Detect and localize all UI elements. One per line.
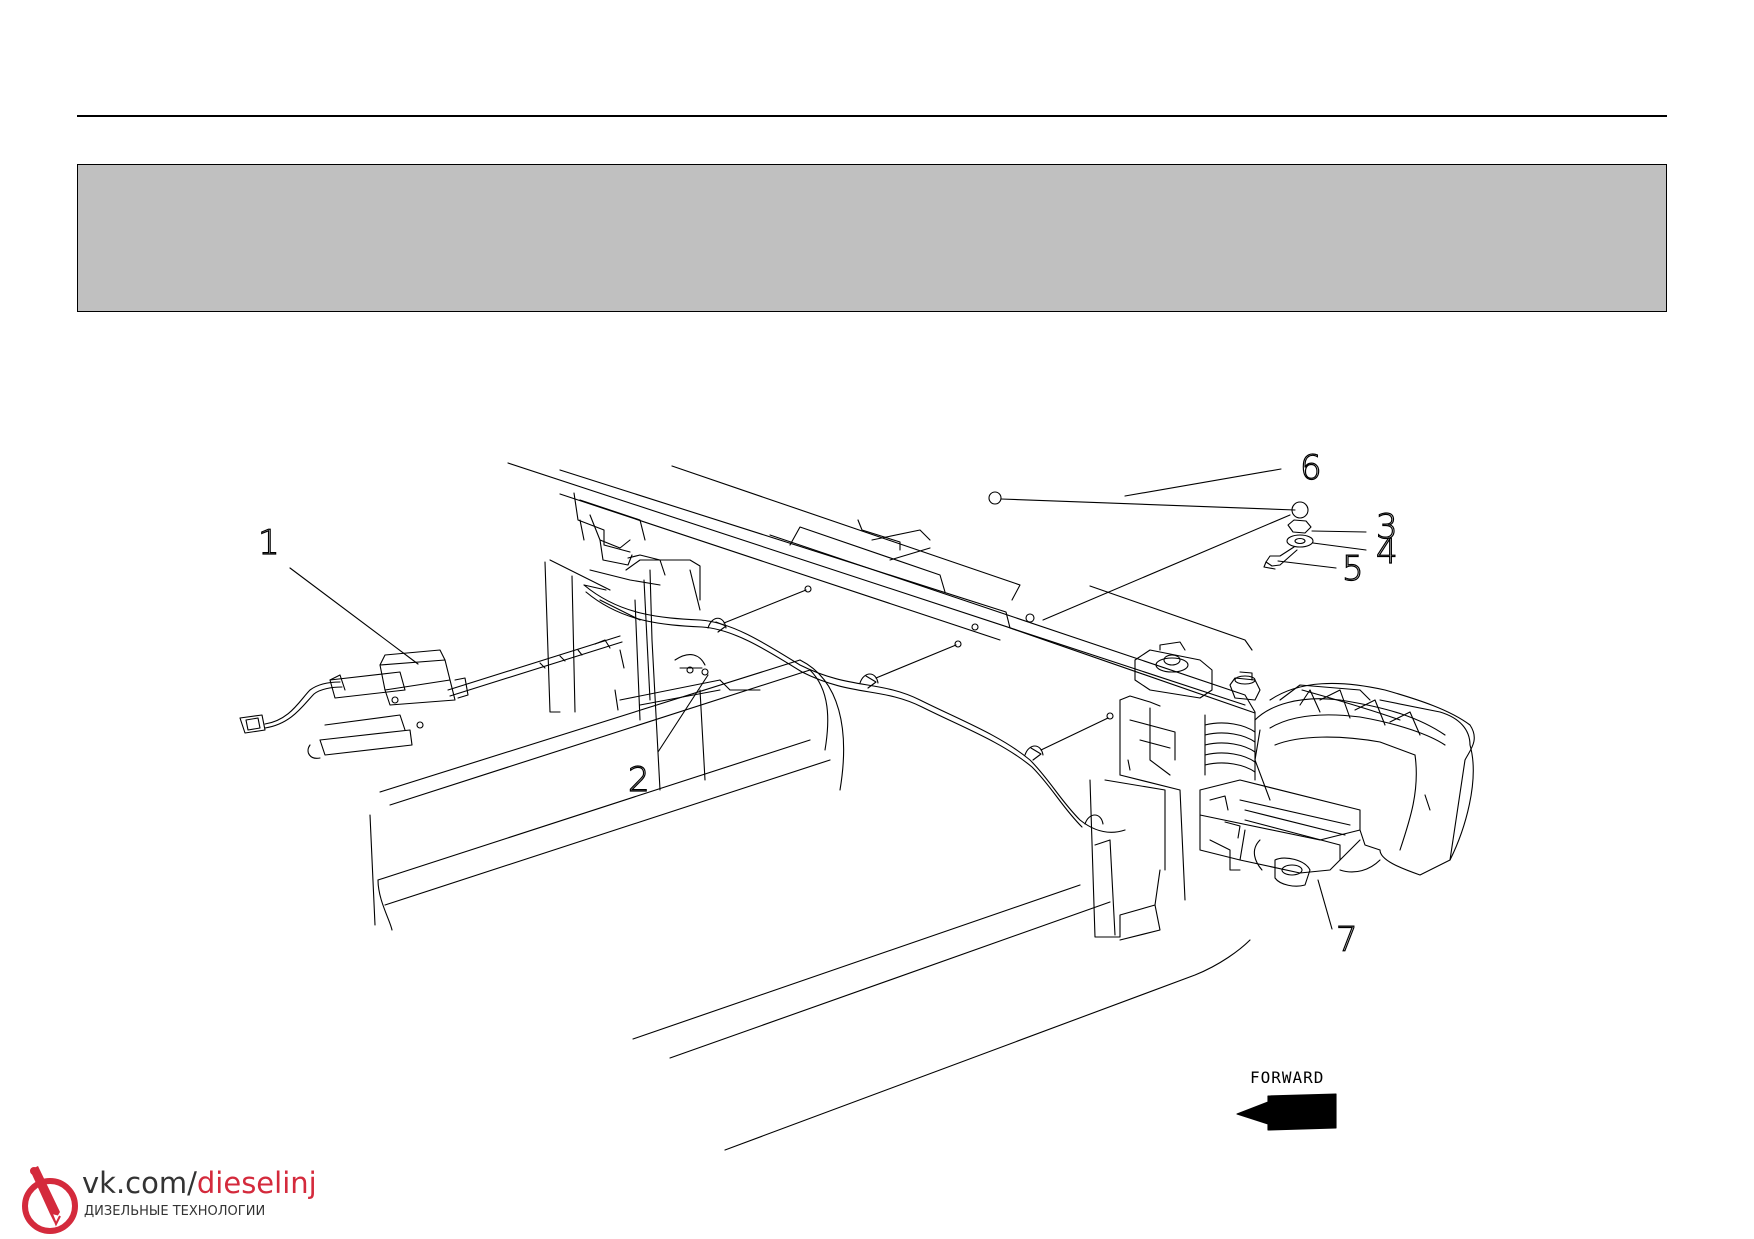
callout-1: 1: [258, 523, 280, 563]
top-rule: [77, 115, 1667, 117]
leader-1: [289, 567, 419, 665]
axle-clamp: [1199, 779, 1361, 887]
watermark-domain-accent: dieselinj: [196, 1166, 317, 1200]
callout-2: 2: [628, 760, 650, 800]
bottom-rails: [632, 884, 1251, 1151]
spring-assembly: [1134, 641, 1261, 781]
fastener-stack: [1263, 519, 1314, 570]
cross-member: [549, 492, 701, 791]
watermark-domain: vk.com/dieselinj: [82, 1166, 317, 1200]
callout-3: 3: [1376, 507, 1398, 547]
leader-2: [657, 674, 709, 753]
pen-logo-icon: [22, 1166, 78, 1234]
leader-3: [1311, 530, 1367, 533]
actuator-assembly: [239, 635, 623, 759]
watermark-subtitle: ДИЗЕЛЬНЫЕ ТЕХНОЛОГИИ: [84, 1204, 266, 1219]
callout-6: 6: [1300, 448, 1322, 488]
leader-4: [1312, 542, 1367, 551]
rod-6: [988, 491, 1309, 621]
callout-7: 7: [1336, 920, 1358, 960]
watermark: vk.com/dieselinj ДИЗЕЛЬНЫЕ ТЕХНОЛОГИИ: [16, 1162, 317, 1234]
leader-5: [1277, 560, 1337, 569]
header-band: [77, 164, 1667, 312]
leader-7: [1317, 879, 1333, 930]
leader-6: [1124, 468, 1282, 497]
brake-drum: [1254, 682, 1475, 876]
callout-labels: 1 2 3 4 5 6 7: [257, 447, 1398, 960]
wire-harness: [583, 584, 1126, 833]
watermark-domain-prefix: vk.com/: [82, 1166, 197, 1200]
lower-rails: [369, 561, 845, 931]
callout-4: 4: [1376, 532, 1398, 572]
forward-arrow-icon: [1236, 1093, 1337, 1131]
frame-rail: [507, 462, 1256, 723]
callout-5: 5: [1342, 549, 1364, 589]
leader-lines: [289, 468, 1367, 930]
frame-bracket: [1089, 695, 1186, 941]
forward-label: FORWARD: [1250, 1068, 1324, 1087]
